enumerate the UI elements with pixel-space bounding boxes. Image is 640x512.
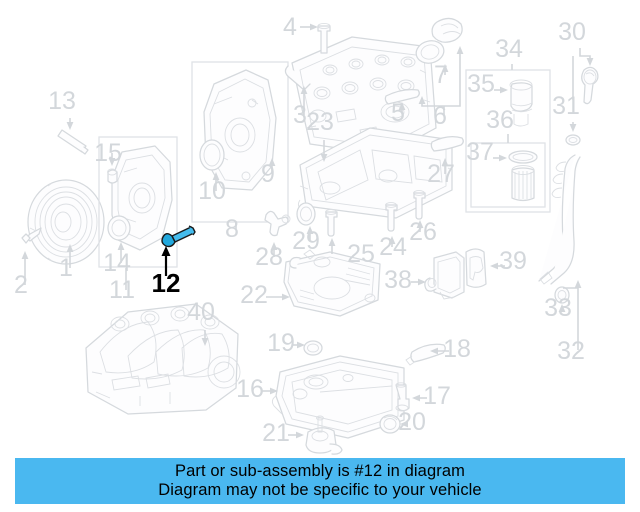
part-crankshaft-seal — [107, 215, 131, 241]
callout-38: 38 — [384, 266, 412, 294]
callout-5: 5 — [391, 99, 405, 127]
callout-18: 18 — [443, 335, 471, 363]
callout-17: 17 — [423, 382, 451, 410]
part-o-ring-19 — [303, 340, 323, 356]
part-oil-filter-element — [511, 165, 535, 202]
callout-10: 10 — [198, 177, 226, 205]
callout-20: 20 — [398, 408, 426, 436]
callout-23: 23 — [306, 108, 334, 136]
part-drain-plug — [395, 382, 410, 412]
callout-11: 11 — [109, 276, 135, 304]
callout-6: 6 — [433, 102, 447, 130]
banner-line-2: Diagram may not be specific to your vehi… — [158, 481, 482, 499]
callout-12: 12 — [152, 268, 181, 298]
callout-35: 35 — [467, 70, 495, 98]
callout-22: 22 — [240, 281, 268, 309]
callout-36: 36 — [486, 106, 514, 134]
callout-2: 2 — [14, 271, 28, 299]
group-box-11 — [98, 136, 178, 268]
part-bracket-clip — [430, 136, 464, 152]
group-box-8 — [191, 61, 289, 223]
part-pulley-bolt — [21, 227, 42, 244]
callout-19: 19 — [267, 329, 295, 357]
part-oil-filter-seal — [508, 150, 538, 164]
callout-numbers: 1 2 3 4 5 6 7 8 9 10 11 12 13 14 15 16 1… — [14, 13, 586, 447]
part-oil-filler-seal — [415, 40, 445, 64]
callout-14: 14 — [103, 249, 131, 277]
part-crankshaft-pulley — [27, 179, 105, 265]
callout-30: 30 — [558, 18, 586, 46]
info-banner: Part or sub-assembly is #12 in diagram D… — [15, 458, 625, 504]
callout-3: 3 — [293, 101, 307, 129]
part-oil-pickup-tube — [283, 249, 381, 317]
part-pan-bolt-short — [325, 209, 338, 237]
part-oil-pressure-sensor — [264, 210, 291, 237]
callout-34: 34 — [495, 35, 523, 63]
callout-13: 13 — [48, 87, 76, 115]
part-sealing-washer — [379, 414, 401, 434]
callout-21: 21 — [262, 419, 290, 447]
part-oil-filler-cap — [431, 17, 463, 43]
part-tube-grommet — [554, 286, 570, 304]
part-timing-cover-bolt-highlighted — [161, 225, 196, 248]
part-dipstick-seal — [565, 134, 581, 146]
callout-24: 24 — [379, 233, 407, 261]
callout-37: 37 — [466, 138, 494, 166]
callout-4: 4 — [283, 13, 297, 41]
part-pan-bolt-long — [413, 190, 426, 220]
part-valve-cover-bolt — [317, 22, 331, 54]
banner-line-1: Part or sub-assembly is #12 in diagram — [175, 462, 465, 480]
callout-26: 26 — [409, 218, 437, 246]
part-dipstick-tube — [538, 154, 581, 285]
part-oil-cooler — [424, 251, 465, 300]
part-baffle-clip — [405, 343, 446, 366]
part-pan-bolt-medium — [385, 202, 398, 232]
callout-28: 28 — [255, 243, 283, 271]
part-intake-manifold — [85, 303, 241, 415]
part-oil-level-sensor — [305, 415, 343, 455]
callout-31: 31 — [552, 92, 580, 120]
part-oil-pan-lower — [271, 355, 405, 439]
callout-40: 40 — [187, 298, 215, 326]
callout-8: 8 — [225, 215, 239, 243]
callout-27: 27 — [427, 160, 455, 188]
callout-7: 7 — [434, 61, 448, 89]
part-dowel-pin — [57, 129, 89, 155]
part-cover-clip — [384, 89, 420, 105]
callout-arrow-12 — [161, 246, 171, 256]
callout-33: 33 — [544, 294, 572, 322]
part-bracket-39 — [465, 248, 487, 288]
group-box-34 — [465, 69, 551, 213]
part-oil-filter-cap — [509, 79, 533, 127]
callout-32: 32 — [557, 337, 585, 365]
callout-1: 1 — [59, 254, 73, 282]
callout-leaders — [21, 23, 594, 439]
part-timing-cover-seal-upper — [199, 139, 225, 171]
part-plug — [107, 168, 118, 184]
part-dipstick — [581, 66, 599, 105]
part-sensor-o-ring — [296, 202, 316, 226]
callout-15: 15 — [94, 139, 122, 167]
callout-39: 39 — [499, 247, 527, 275]
callout-25: 25 — [347, 240, 375, 268]
callout-16: 16 — [236, 375, 264, 403]
callout-9: 9 — [261, 160, 275, 188]
callout-29: 29 — [292, 227, 320, 255]
